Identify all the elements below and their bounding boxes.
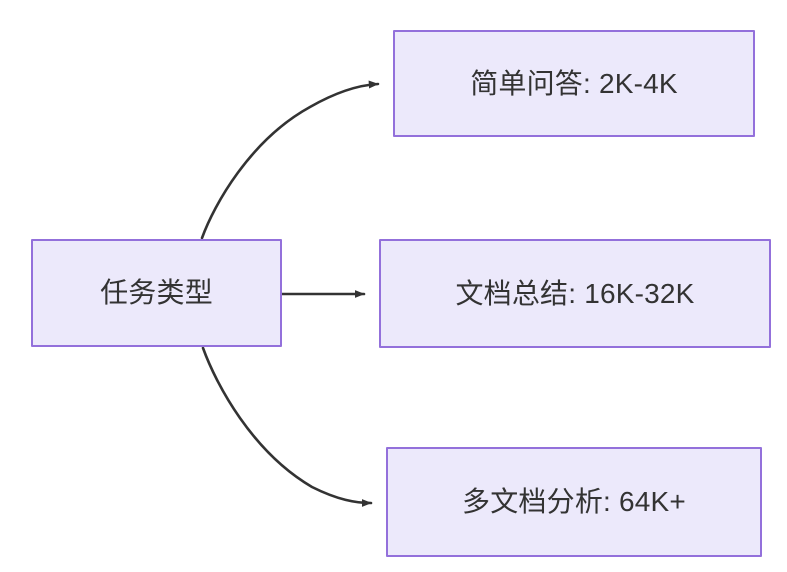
node-doc-summary-label: 文档总结: 16K-32K	[455, 277, 695, 309]
edge-task-type-to-simple-qa	[200, 80, 380, 240]
node-multi-doc[interactable]: 多文档分析: 64K+	[386, 447, 762, 557]
node-task-type-label: 任务类型	[100, 277, 213, 309]
node-simple-qa[interactable]: 简单问答: 2K-4K	[393, 30, 755, 137]
node-task-type[interactable]: 任务类型	[31, 239, 282, 347]
node-doc-summary[interactable]: 文档总结: 16K-32K	[379, 239, 771, 348]
node-simple-qa-label: 简单问答: 2K-4K	[470, 67, 678, 99]
node-multi-doc-label: 多文档分析: 64K+	[462, 486, 686, 518]
edge-task-type-to-multi-doc	[201, 346, 373, 507]
